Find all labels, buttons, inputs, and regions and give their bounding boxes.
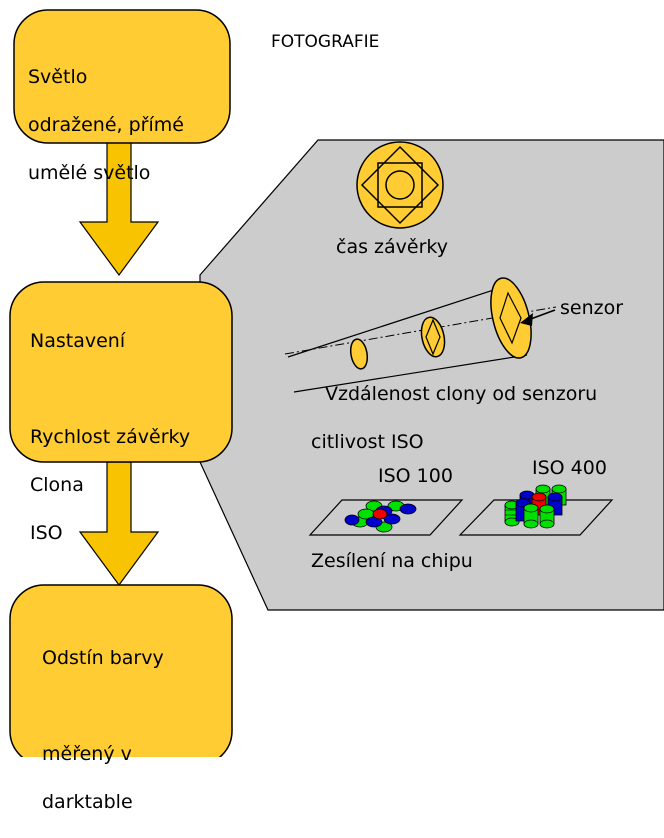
aperture-cone-diagram xyxy=(284,277,557,393)
box-color-line3: darktable xyxy=(42,791,133,813)
box-settings xyxy=(9,281,233,463)
arrow-settings-to-color xyxy=(78,461,160,587)
chip-gain-label: Zesílení na chipu xyxy=(311,550,473,572)
box-light xyxy=(13,9,231,144)
box-color xyxy=(9,584,233,757)
box-light-line2: odražené, přímé xyxy=(28,114,184,136)
iso100-chip xyxy=(308,499,464,536)
box-settings-line4: ISO xyxy=(30,522,63,544)
shutter-icon xyxy=(356,141,444,229)
sensor-disc-icon xyxy=(490,277,532,359)
box-settings-text: Nastavení Rychlost závěrky Clona ISO xyxy=(30,305,190,569)
box-light-text: Světlo odražené, přímé umělé světlo xyxy=(28,41,184,209)
arrow-light-to-settings xyxy=(78,141,160,277)
sensor-label: senzor xyxy=(560,297,624,319)
aperture-distance-label: Vzdálenost clony od senzoru xyxy=(325,383,598,405)
diagram-title: FOTOGRAFIE xyxy=(271,32,380,52)
box-color-line1: Odstín barvy xyxy=(42,647,164,669)
box-settings-line1: Nastavení xyxy=(30,330,126,352)
box-light-line3: umělé světlo xyxy=(28,162,151,184)
iso400-label: ISO 400 xyxy=(532,457,607,479)
aperture-blade-icon xyxy=(420,316,446,358)
iso-title: citlivost ISO xyxy=(311,431,424,453)
iso400-chip xyxy=(458,484,614,536)
box-light-line1: Světlo xyxy=(28,66,88,88)
box-color-text: Odstín barvy měřený v darktable xyxy=(42,622,164,838)
iso100-label: ISO 100 xyxy=(378,465,453,487)
box-color-line2: měřený v xyxy=(42,743,132,765)
box-settings-line3: Clona xyxy=(30,474,84,496)
box-settings-line2: Rychlost závěrky xyxy=(30,426,191,448)
diagram-canvas xyxy=(9,9,664,757)
shutter-label: čas závěrky xyxy=(336,236,448,258)
